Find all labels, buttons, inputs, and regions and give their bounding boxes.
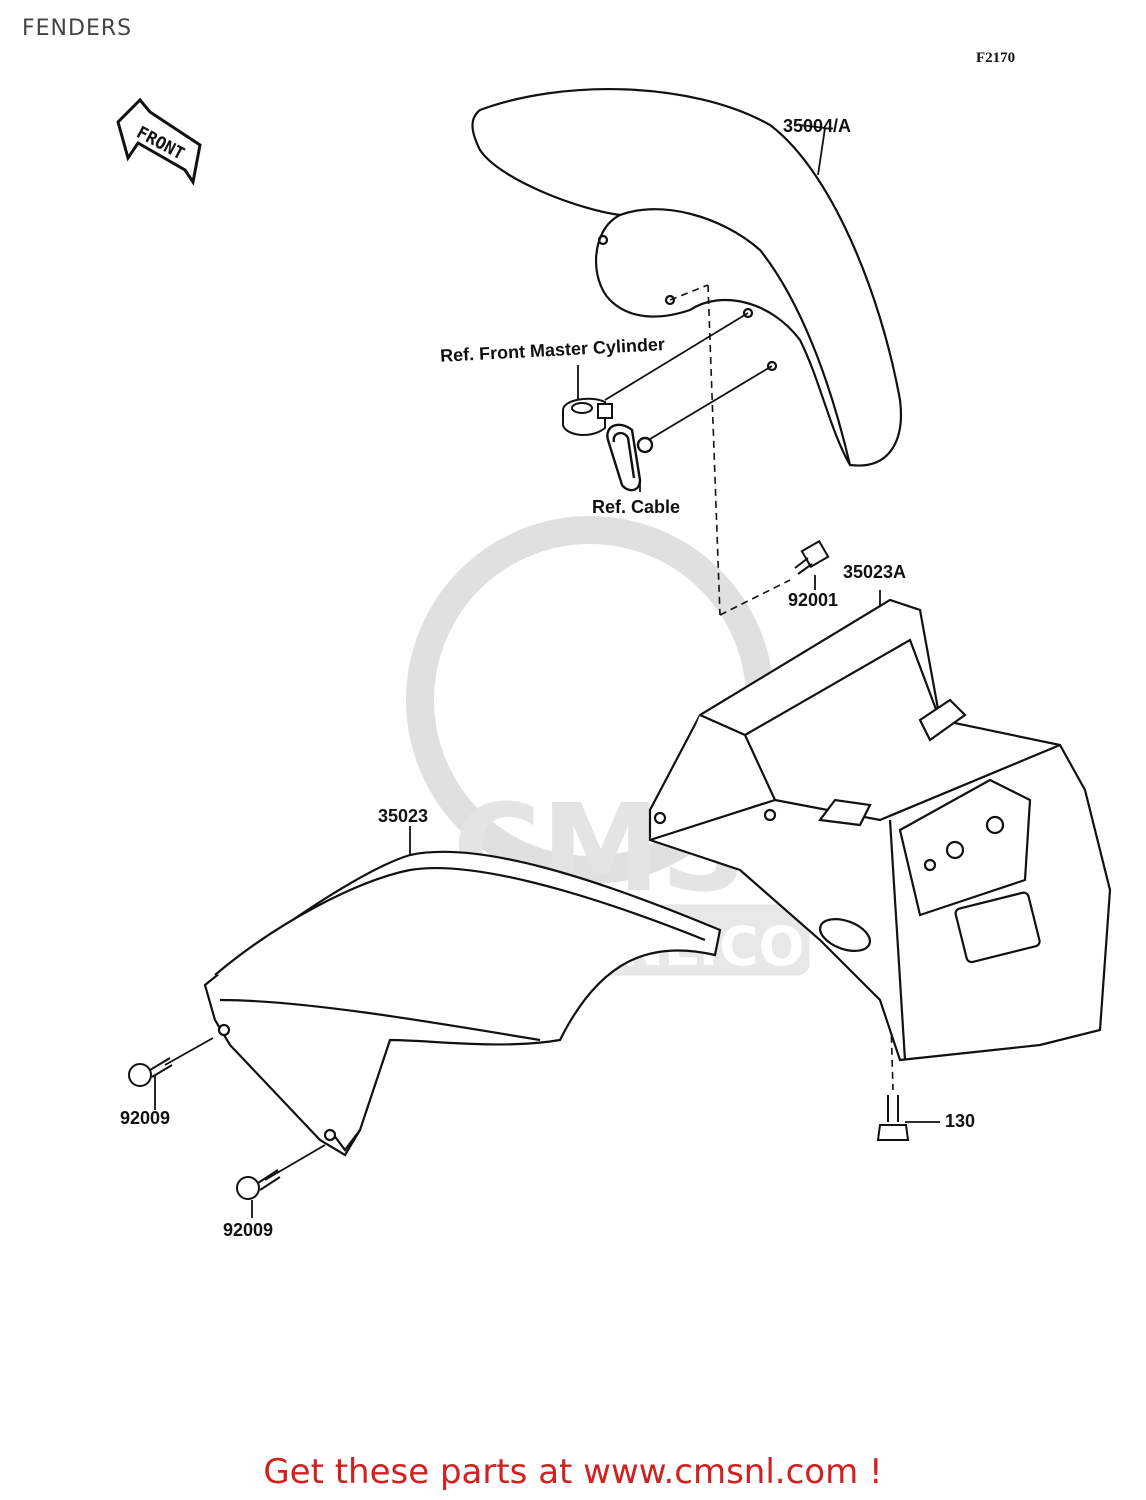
callout-rear-cover-35023: 35023 [378, 806, 429, 826]
cable-guide [606, 423, 654, 492]
screw-92009-upper [128, 1057, 173, 1087]
figure-code: F2170 [976, 50, 1016, 66]
bolt-92001 [794, 539, 830, 575]
bolt-130 [876, 1095, 910, 1141]
callout-cable: Ref. Cable [592, 497, 681, 517]
callout-front-fender: 35004/A [783, 116, 852, 136]
screw-92009-lower [236, 1169, 281, 1200]
rear-fender-35023A [648, 598, 1112, 1062]
callout-bolt-92001: 92001 [788, 590, 839, 610]
rear-cover-35023 [203, 850, 722, 1157]
front-fender-35004A [471, 87, 902, 467]
callout-bolt-130: 130 [945, 1111, 976, 1131]
footer-promo-link[interactable]: Get these parts at www.cmsnl.com ! [263, 1452, 883, 1492]
master-cylinder-clamp [562, 397, 613, 436]
callout-screw-92009-a: 92009 [120, 1108, 171, 1128]
front-arrow-icon: FRONT [116, 97, 202, 186]
page-title: FENDERS [22, 16, 133, 41]
callout-rear-fender-35023A: 35023A [843, 562, 907, 582]
callout-screw-92009-b: 92009 [223, 1220, 274, 1240]
